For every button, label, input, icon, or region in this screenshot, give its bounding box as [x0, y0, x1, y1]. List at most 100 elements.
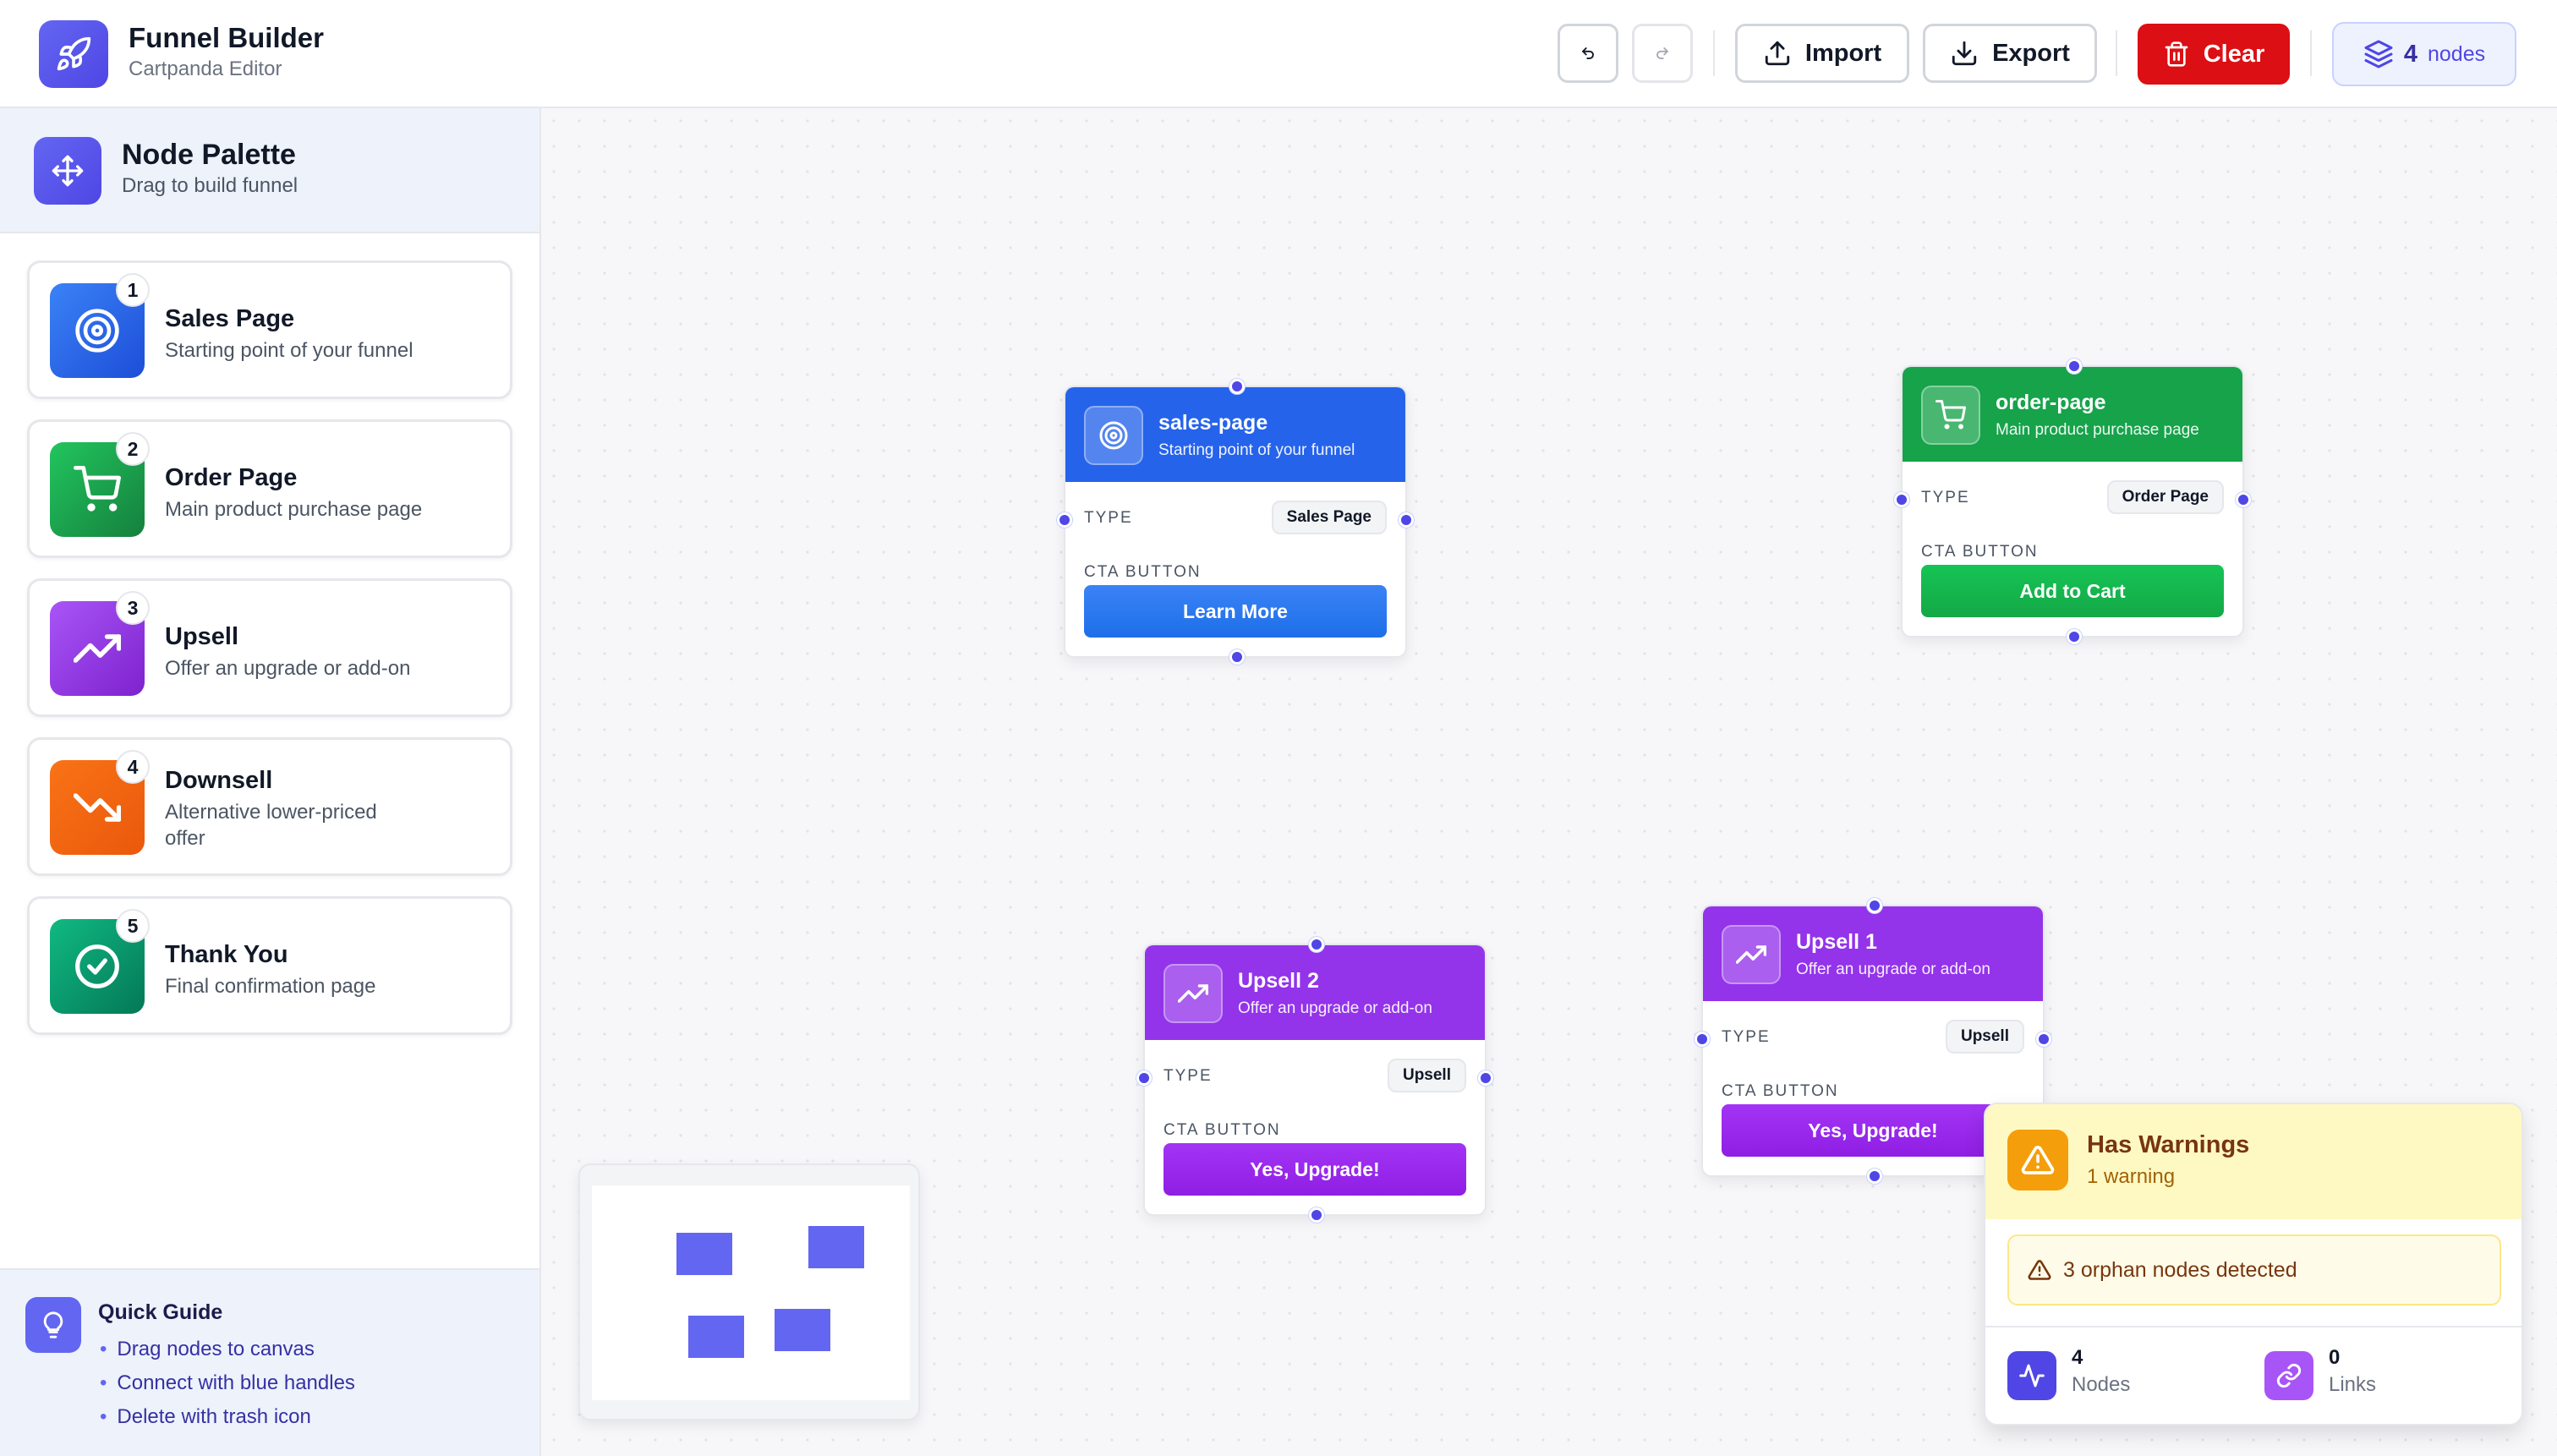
links-stat: 0 Links: [2264, 1346, 2376, 1400]
palette-item-upsell[interactable]: 3 Upsell Offer an upgrade or add-on: [27, 578, 512, 717]
download-icon: [1952, 41, 1977, 66]
clear-label: Clear: [2203, 40, 2265, 68]
redo-icon: [1656, 47, 1668, 59]
palette-item-order-page[interactable]: 2 Order Page Main product purchase page: [27, 419, 512, 558]
palette-item-sales-page[interactable]: 1 Sales Page Starting point of your funn…: [27, 260, 512, 399]
palette-item-desc: Alternative lower-priced offer: [165, 801, 377, 850]
node-header: order-page Main product purchase page: [1903, 367, 2242, 462]
upload-icon: [1765, 41, 1790, 66]
activity-icon: [2007, 1351, 2056, 1400]
node-type-label: TYPE: [1722, 1028, 1771, 1046]
palette-item-title: Order Page: [165, 464, 298, 491]
node-title: sales-page: [1158, 411, 1268, 435]
warning-title: Has Warnings: [2087, 1131, 2250, 1158]
connection-handle-top[interactable]: [1867, 898, 1882, 913]
minimap-node: [808, 1226, 864, 1268]
connection-handle-bottom[interactable]: [1309, 1207, 1324, 1223]
check-circle-icon: [50, 919, 145, 1014]
connection-handle-left[interactable]: [1894, 492, 1909, 507]
app-title: Funnel Builder: [129, 22, 324, 53]
minimap-node: [688, 1316, 744, 1358]
node-subtitle: Offer an upgrade or add-on: [1796, 961, 1990, 978]
minimap-node: [676, 1233, 732, 1275]
funnel-node-upsell-2[interactable]: Upsell 2 Offer an upgrade or add-on TYPE…: [1136, 937, 1493, 1223]
trash-icon: [2165, 41, 2188, 67]
quick-guide: Quick Guide •Drag nodes to canvas •Conne…: [0, 1268, 539, 1456]
trending-up-icon: [1164, 964, 1223, 1023]
connection-handle-top[interactable]: [1309, 937, 1324, 952]
node-cta-button[interactable]: Yes, Upgrade!: [1164, 1143, 1466, 1196]
node-type-badge: Order Page: [2106, 480, 2224, 514]
redo-button[interactable]: [1632, 24, 1693, 83]
guide-item: •Drag nodes to canvas: [100, 1338, 315, 1360]
layers-icon: [2364, 40, 2393, 68]
palette-subtitle: Drag to build funnel: [122, 174, 298, 197]
node-header: Upsell 2 Offer an upgrade or add-on: [1145, 945, 1485, 1040]
palette-item-downsell[interactable]: 4 Downsell Alternative lower-priced offe…: [27, 737, 512, 876]
node-type-badge: Upsell: [1387, 1059, 1466, 1092]
connection-handle-left[interactable]: [1057, 512, 1072, 528]
connection-handle-bottom[interactable]: [1229, 649, 1245, 665]
rocket-icon: [39, 20, 108, 88]
connection-handle-bottom[interactable]: [1867, 1169, 1882, 1184]
node-cta-label: CTA BUTTON: [1921, 543, 2039, 561]
alert-triangle-icon: [2007, 1130, 2068, 1191]
toolbar-divider: [2310, 30, 2312, 76]
palette-item-number: 1: [116, 273, 150, 307]
node-count-value: 4: [2403, 40, 2417, 68]
funnel-node-order-page[interactable]: order-page Main product purchase page TY…: [1894, 359, 2251, 644]
connection-handle-right[interactable]: [1478, 1070, 1493, 1086]
canvas-minimap[interactable]: [578, 1163, 920, 1420]
funnel-canvas[interactable]: sales-page Starting point of your funnel…: [541, 108, 2557, 1456]
minimap-viewport: [592, 1185, 910, 1400]
node-subtitle: Main product purchase page: [1996, 421, 2199, 439]
node-type-badge: Upsell: [1945, 1020, 2024, 1054]
palette-item-title: Sales Page: [165, 305, 295, 332]
export-label: Export: [1992, 39, 2070, 67]
node-subtitle: Offer an upgrade or add-on: [1238, 999, 1432, 1017]
export-button[interactable]: Export: [1923, 24, 2097, 83]
lightbulb-icon: [25, 1297, 81, 1353]
palette-item-desc: Final confirmation page: [165, 975, 376, 998]
node-cta-button[interactable]: Learn More: [1084, 585, 1387, 638]
funnel-node-sales-page[interactable]: sales-page Starting point of your funnel…: [1057, 379, 1414, 665]
undo-button[interactable]: [1558, 24, 1618, 83]
trending-up-icon: [1722, 925, 1781, 984]
minimap-node: [775, 1309, 830, 1351]
palette-item-title: Upsell: [165, 623, 239, 650]
node-type-badge: Sales Page: [1271, 501, 1387, 534]
connection-handle-top[interactable]: [2067, 359, 2082, 374]
connection-handle-right[interactable]: [1399, 512, 1414, 528]
palette-item-thank-you[interactable]: 5 Thank You Final confirmation page: [27, 896, 512, 1035]
palette-item-desc: Offer an upgrade or add-on: [165, 657, 411, 680]
warning-message-text: 3 orphan nodes detected: [2063, 1257, 2297, 1282]
import-button[interactable]: Import: [1735, 24, 1909, 83]
link-icon: [2264, 1351, 2313, 1400]
divider: [1985, 1326, 2521, 1327]
import-label: Import: [1804, 39, 1882, 67]
palette-item-number: 2: [116, 432, 150, 466]
connection-handle-top[interactable]: [1229, 379, 1245, 394]
nodes-stat-value: 4: [2072, 1346, 2083, 1369]
node-cta-label: CTA BUTTON: [1722, 1082, 1839, 1100]
connection-handle-right[interactable]: [2036, 1032, 2051, 1047]
node-cta-label: CTA BUTTON: [1164, 1121, 1281, 1139]
node-palette-sidebar: Node Palette Drag to build funnel 1 Sale…: [0, 108, 541, 1456]
warning-header: Has Warnings 1 warning: [1985, 1104, 2521, 1219]
connection-handle-left[interactable]: [1136, 1070, 1152, 1086]
node-type-label: TYPE: [1164, 1067, 1213, 1085]
node-header: sales-page Starting point of your funnel: [1065, 387, 1405, 482]
palette-item-desc: Starting point of your funnel: [165, 339, 413, 362]
clear-button[interactable]: Clear: [2138, 24, 2290, 85]
palette-item-number: 4: [116, 750, 150, 784]
connection-handle-right[interactable]: [2236, 492, 2251, 507]
undo-icon: [1582, 47, 1594, 59]
node-cta-button[interactable]: Yes, Upgrade!: [1722, 1104, 2024, 1157]
node-cta-button[interactable]: Add to Cart: [1921, 565, 2224, 617]
warning-count: 1 warning: [2087, 1165, 2176, 1188]
connection-handle-left[interactable]: [1695, 1032, 1710, 1047]
node-count-label: nodes: [2428, 41, 2486, 66]
connection-handle-bottom[interactable]: [2067, 629, 2082, 644]
palette-title: Node Palette: [122, 139, 296, 171]
move-icon: [34, 137, 101, 205]
